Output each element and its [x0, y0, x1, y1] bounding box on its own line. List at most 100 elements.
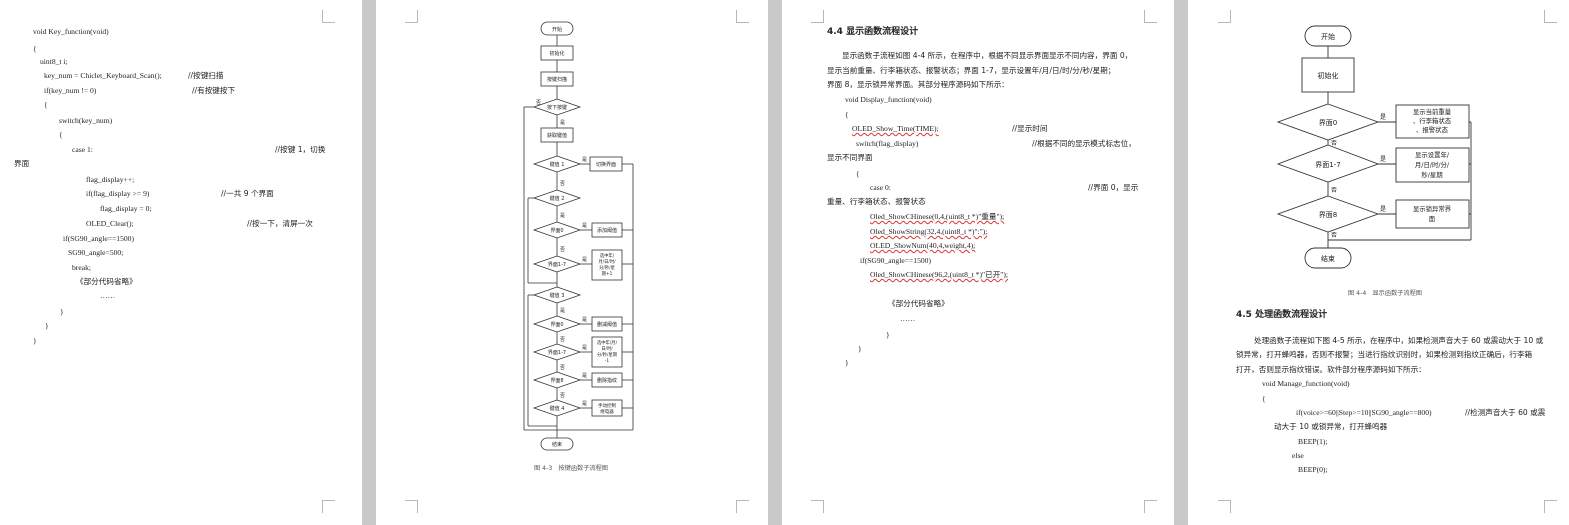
page-corner-mark: [405, 500, 418, 513]
fc4-yes-label: 是: [1380, 156, 1386, 163]
fc4-box1-3: 、报警状态: [1416, 125, 1449, 134]
fc4-ui17: 界面1-7: [1315, 161, 1340, 169]
code-comment: //按一下，清屏一次: [247, 219, 313, 228]
fc-yes-label: 是: [582, 373, 587, 379]
page-corner-mark: [1144, 500, 1157, 513]
fc-select-time2-1: 选中年/月/: [597, 339, 618, 346]
fc-ui17-a: 界面1-7: [548, 262, 566, 268]
code-line: Oled_ShowString(32,4,(uint8_t *)":");: [870, 227, 988, 236]
display-function-flowchart: 开始 初始化 界面0 界面1-7 界面8 显示当前重量 、行李箱状态 、报警状态…: [1276, 25, 1472, 269]
code-line: break;: [72, 263, 91, 272]
fc-no-label: 否: [560, 337, 565, 343]
code-comment: //按键 1，切换: [275, 145, 326, 154]
code-line: Oled_ShowCHinese(96,2,(uint8_t *)"已开");: [870, 270, 1009, 279]
fc-yes-label: 是: [560, 120, 565, 126]
code-comment: //界面 0，显示: [1088, 183, 1139, 192]
start-terminal: [540, 21, 574, 36]
code-comment: //检测声音大于 60 或震: [1465, 408, 1546, 417]
code-comment: //根据不同的显示模式标志位，: [1032, 139, 1136, 148]
fc-yes-label: 是: [582, 345, 587, 351]
page-corner-mark: [1544, 10, 1557, 23]
fc4-ui8: 界面8: [1319, 211, 1337, 219]
fc-select-time-4: 期+1: [602, 271, 613, 277]
fc4-box2-2: 月/日/时/分/: [1415, 160, 1450, 169]
fc-yes-label: 是: [582, 257, 587, 263]
fc-yes-label: 是: [582, 401, 587, 407]
code-comment: 显示不同界面: [827, 153, 873, 162]
page-corner-mark: [1144, 10, 1157, 23]
page-corner-mark: [736, 10, 749, 23]
code-line: if(key_num != 0): [44, 86, 97, 95]
fc-k1: 键值 1: [550, 161, 565, 168]
code-line: ……: [100, 291, 116, 300]
fc4-ui0: 界面0: [1319, 119, 1337, 127]
code-comment: 《部分代码省略》: [76, 277, 137, 286]
code-line: }: [886, 330, 890, 339]
fc4-no-label: 否: [1331, 187, 1337, 194]
fc-yes-label: 是: [560, 213, 565, 219]
code-line: OLED_Show_Time(TIME);: [852, 124, 939, 133]
fc-reduce-threshold: 删减阈值: [597, 321, 617, 328]
code-line: if(flag_display >= 9): [86, 189, 150, 198]
code-line: SG90_angle=500;: [68, 248, 124, 257]
fc-select-time2-2: 日/时/: [601, 345, 613, 352]
fc-ui0-b: 界面0: [550, 322, 563, 328]
fc-yes-label: 是: [560, 308, 565, 314]
fc4-start: 开始: [1321, 32, 1335, 41]
code-line: }: [858, 344, 862, 353]
document-page-4: 开始 初始化 界面0 界面1-7 界面8 显示当前重量 、行李箱状态 、报警状态…: [1188, 0, 1569, 525]
fc-switch-ui: 切换界面: [596, 161, 616, 168]
fc-end: 结束: [552, 441, 562, 448]
fc-select-time2-3: 分/秒/星期: [597, 351, 617, 358]
paragraph-line: 打开，否则显示指纹错误。软件部分程序源码如下所示：: [1236, 365, 1426, 374]
code-line: switch(flag_display): [856, 139, 919, 148]
code-line: else: [1292, 451, 1304, 460]
page-corner-mark: [1218, 10, 1231, 23]
code-comment: 《部分代码省略》: [888, 299, 949, 308]
page-corner-mark: [736, 500, 749, 513]
fc-manual-1: 手动控制: [598, 402, 616, 409]
fc-get-key: 获取键值: [547, 132, 567, 139]
fc4-box3-2: 面: [1429, 215, 1436, 223]
code-comment: //一共 9 个界面: [221, 189, 274, 198]
code-line: case 0:: [870, 183, 891, 192]
page-corner-mark: [1218, 500, 1231, 513]
code-comment: 动大于 10 或锁异常，打开蜂鸣器: [1274, 422, 1388, 431]
code-comment: //有按键按下: [192, 86, 236, 95]
fc-k3: 键值 3: [550, 292, 565, 299]
code-line: switch(key_num): [59, 116, 113, 125]
fc-yes-label: 是: [582, 157, 587, 163]
fc-ui17-b: 界面1-7: [548, 350, 566, 356]
code-line: }: [33, 336, 37, 345]
fc4-box1-2: 、行李箱状态: [1413, 116, 1452, 125]
document-page-2: 开始 初始化 按键扫描 按下按键 获取键值 键值 1 切换界面 键值 2 界面0…: [376, 0, 768, 525]
key-function-flowchart: 开始 初始化 按键扫描 按下按键 获取键值 键值 1 切换界面 键值 2 界面0…: [523, 21, 634, 451]
code-line: Oled_ShowCHinese(0,4,(uint8_t *)"重量");: [870, 212, 1005, 221]
fc-k4: 键值 4: [550, 405, 565, 412]
page-corner-mark: [405, 10, 418, 23]
figure-caption: 图 4-3 按键函数子流程图: [534, 465, 608, 472]
code-comment: //按键扫描: [188, 71, 224, 80]
page-corner-mark: [322, 10, 335, 23]
section-heading: 4.4 显示函数流程设计: [827, 27, 919, 37]
paragraph-line: 显示当前重量、行李箱状态、报警状态；界面 1-7，显示设置年/月/日/时/分/秒…: [827, 66, 1116, 75]
fc-manual-2: 继电器: [600, 408, 614, 415]
fc-scan: 按键扫描: [547, 76, 567, 83]
page-corner-mark: [811, 10, 824, 23]
code-line: {: [845, 110, 849, 119]
code-line: void Manage_function(void): [1262, 379, 1350, 388]
fc-ui8: 界面8: [550, 378, 563, 384]
code-line: OLED_ShowNum(40,4,weight,4);: [870, 241, 976, 250]
code-line: }: [845, 358, 849, 367]
document-page-1: void Key_function(void) { uint8_t i; key…: [0, 0, 362, 525]
fc-yes-label: 是: [582, 223, 587, 229]
code-line: void Display_function(void): [845, 95, 932, 104]
fc-key-pressed: 按下按键: [547, 104, 567, 111]
code-comment: 界面: [14, 159, 30, 168]
code-line: if(SG90_angle==1500): [63, 234, 134, 243]
document-page-3: 4.4 显示函数流程设计 显示函数子流程如图 4-4 所示，在程序中，根据不同显…: [782, 0, 1174, 525]
code-line: void Key_function(void): [33, 27, 109, 36]
fc-start: 开始: [552, 26, 562, 33]
code-line: if(SG90_angle==1500): [860, 256, 931, 265]
code-line: {: [856, 169, 860, 178]
